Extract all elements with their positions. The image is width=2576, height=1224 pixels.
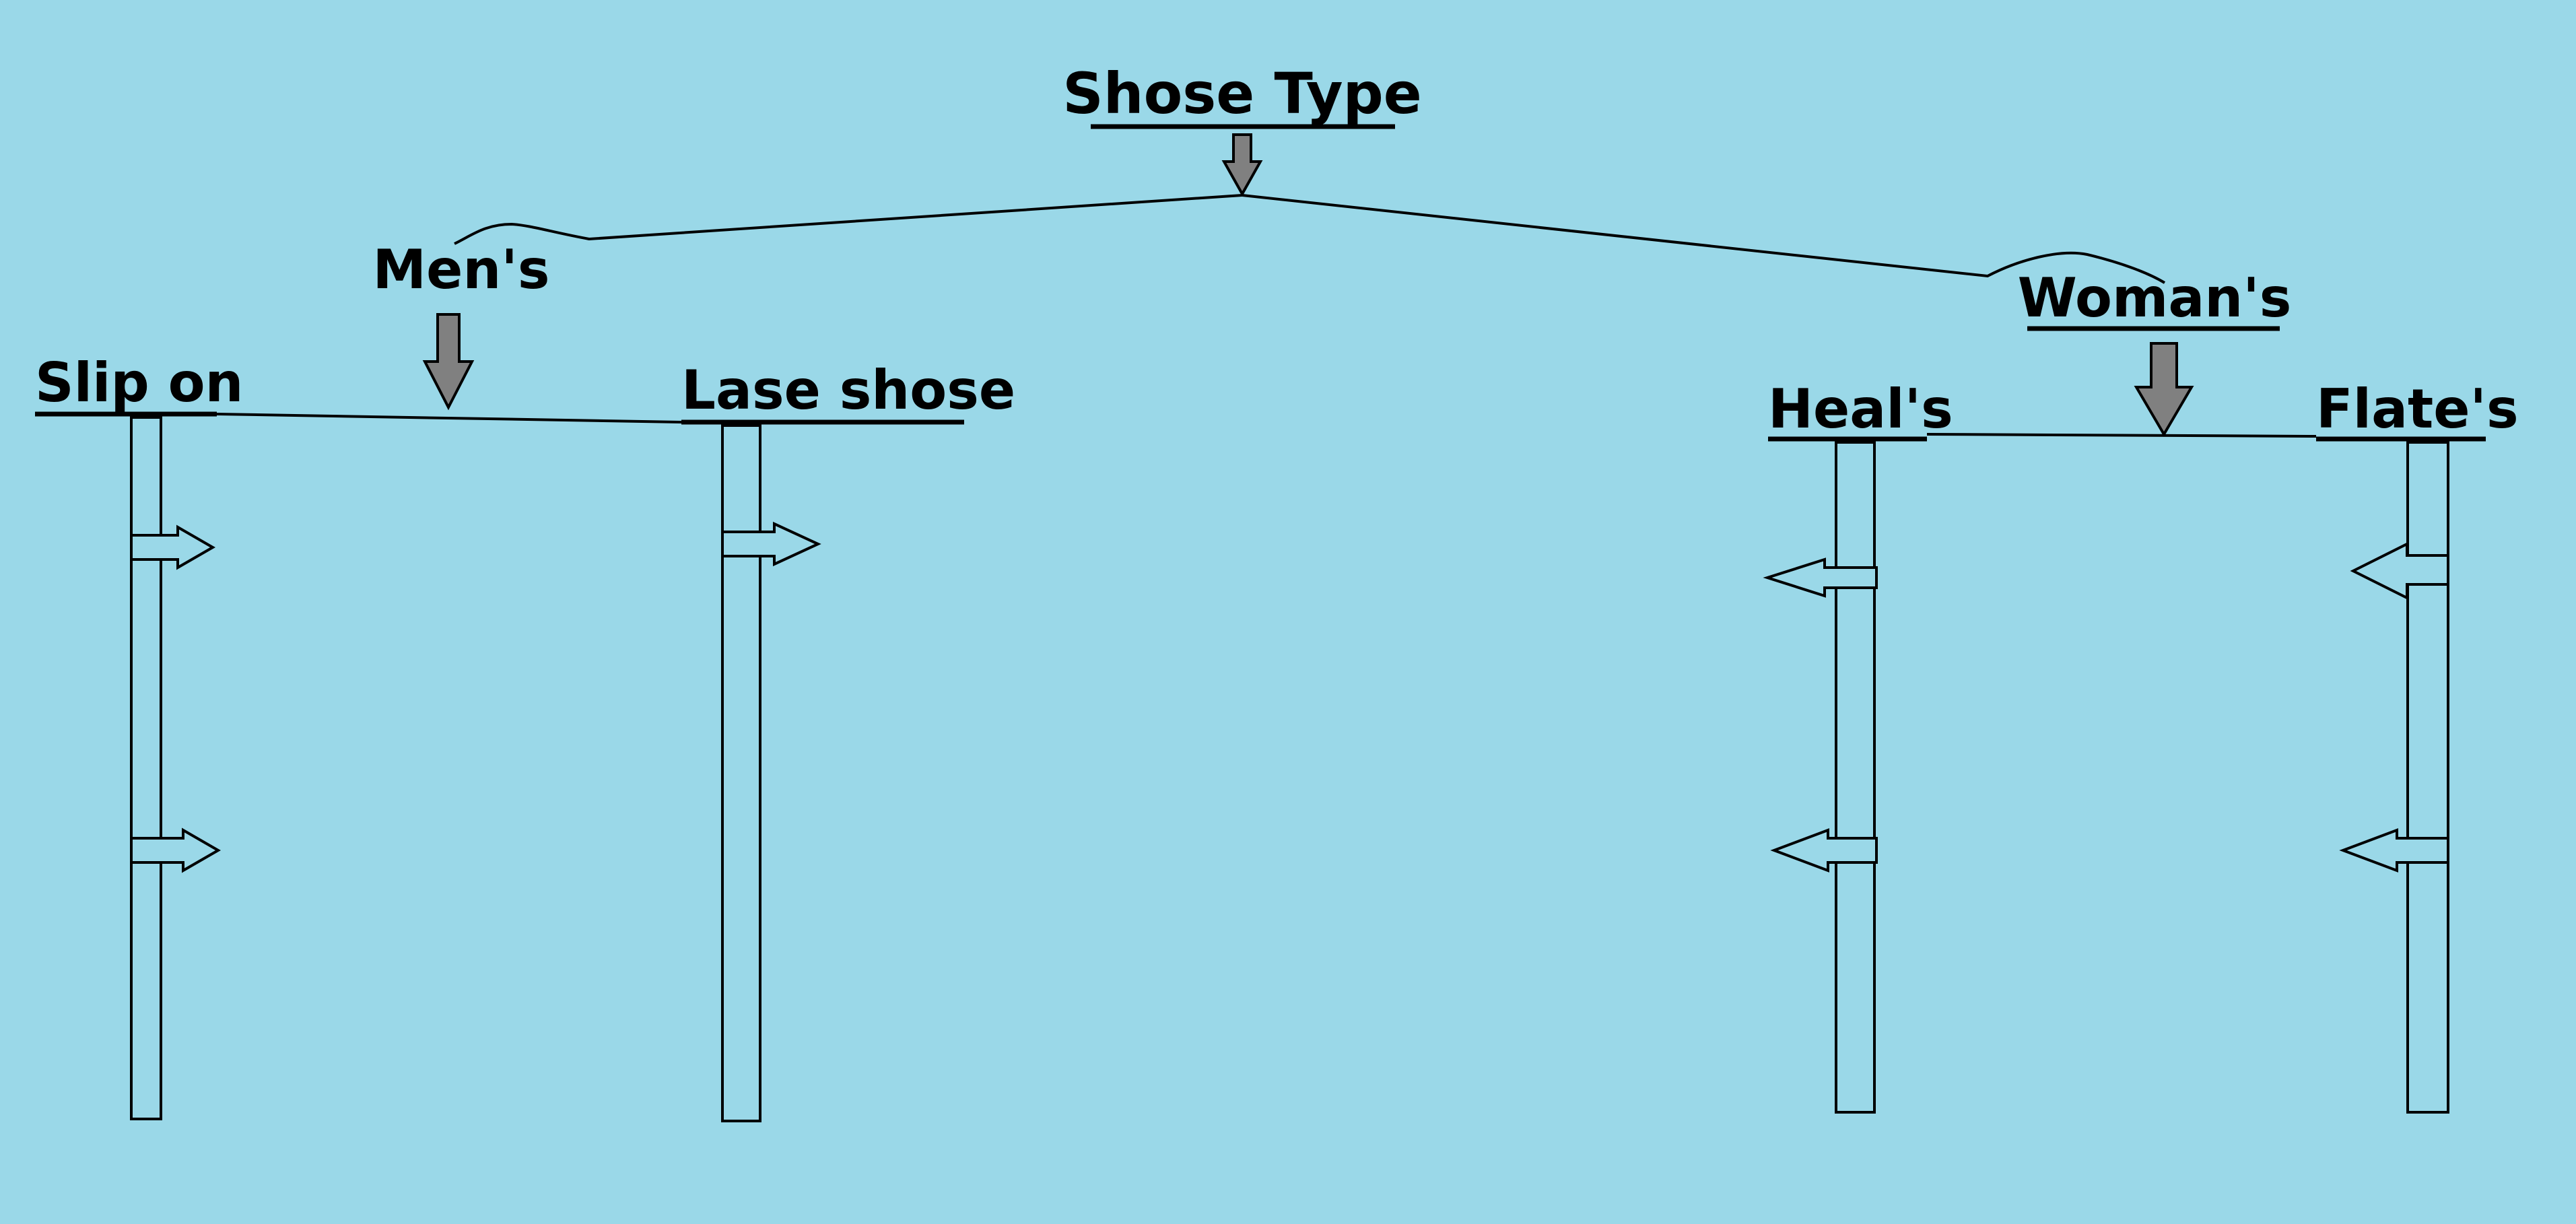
type-heals-label: Heal's [1768,378,1953,440]
group-womans-label: Woman's [2018,267,2292,329]
lase-shose-right-arrow [721,521,821,567]
flates-left-arrow-1 [2350,541,2449,601]
heals-column [1835,441,1876,1114]
group-mens: Men's Slip on Lase shose [35,238,1015,1122]
root-connectors [454,194,2166,284]
slip-on-right-arrow-1 [130,524,216,570]
type-flates-label: Flate's [2316,378,2519,440]
type-lase-shose-label: Lase shose [681,359,1015,421]
group-mens-label: Men's [373,238,550,301]
root-label: Shose Type [1062,61,1421,127]
heals-left-arrow-1 [1763,557,1878,598]
type-slip-on-label: Slip on [35,351,244,414]
mens-branch-line [216,413,682,423]
mens-down-arrow [422,313,475,411]
womans-down-arrow [2134,342,2194,437]
type-flates: Flate's [2316,378,2519,1114]
type-lase-shose: Lase shose [681,359,1015,1122]
connector-root-to-womens [1242,194,2166,284]
type-slip-on: Slip on [35,351,244,1120]
slip-on-right-arrow-2 [130,827,222,873]
heals-left-arrow-2 [1770,828,1878,873]
group-womans: Woman's Heal's Flate's [1763,267,2519,1114]
root-node: Shose Type [1062,61,1422,197]
type-heals: Heal's [1763,378,1953,1114]
womans-branch-line [1926,433,2317,438]
connector-root-to-mens [454,194,1243,245]
flates-column [2406,441,2449,1114]
slip-on-column [130,416,162,1120]
root-down-arrow [1221,133,1263,197]
flates-left-arrow-2 [2339,828,2449,873]
lase-shose-column [721,424,761,1122]
